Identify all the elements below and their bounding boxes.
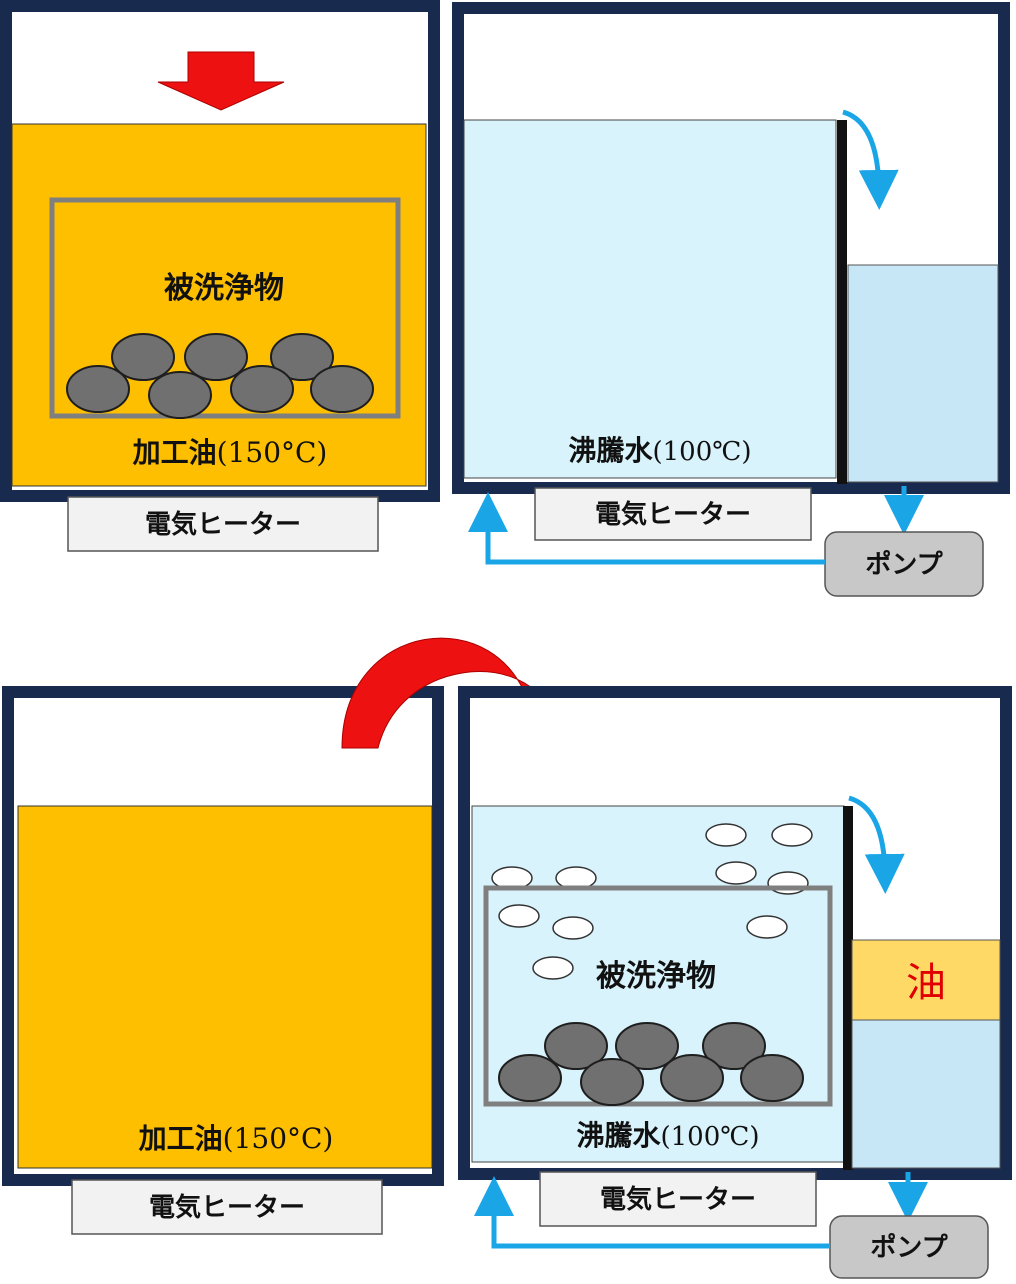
- oil-temp: (150°C): [223, 1122, 334, 1155]
- top-right-heater: 電気ヒーター: [534, 487, 812, 541]
- bubble-icon: [498, 904, 540, 928]
- heater-label: 電気ヒーター: [595, 499, 751, 530]
- water-caption: 沸騰水(100℃): [576, 1119, 759, 1152]
- bubble-icon: [552, 916, 594, 940]
- return-flow-arrow-icon: [474, 1176, 830, 1249]
- water-name: 沸騰水: [576, 1119, 661, 1152]
- bottom-oil-tank: 加工油(150°C): [2, 686, 444, 1186]
- workpieces: [66, 333, 374, 419]
- water-caption: 沸騰水(100℃): [568, 434, 751, 467]
- bubble-icon: [771, 823, 813, 847]
- bubble-icon: [767, 871, 809, 895]
- water-temp: (100℃): [653, 437, 752, 467]
- oil-caption: 加工油(150°C): [133, 436, 328, 469]
- bottom-water-tank: 油 被洗浄物 沸騰水(100℃): [458, 686, 1012, 1180]
- workpiece: [66, 365, 130, 413]
- oil-caption: 加工油(150°C): [139, 1122, 334, 1155]
- bubble-icon: [532, 956, 574, 980]
- workpiece: [544, 1022, 608, 1070]
- overflow-chamber-water: [851, 1019, 1001, 1169]
- basket: [483, 885, 833, 1107]
- heater-label: 電気ヒーター: [600, 1184, 756, 1215]
- down-arrow-icon: [157, 51, 285, 111]
- workpiece: [615, 1022, 679, 1070]
- workpiece: [660, 1054, 724, 1102]
- return-flow-arrow-icon: [468, 492, 825, 565]
- pump-label: ポンプ: [865, 549, 943, 580]
- oil-layer-label: 油: [906, 960, 946, 1006]
- oil-temp: (150°C): [217, 436, 328, 469]
- workpiece: [580, 1058, 644, 1106]
- bubble-icon: [715, 861, 757, 885]
- workpiece: [498, 1054, 562, 1102]
- overflow-arrow-icon: [842, 109, 899, 210]
- water-fill: [463, 119, 837, 479]
- workpiece: [148, 371, 212, 419]
- pump-label: ポンプ: [870, 1232, 948, 1263]
- oil-name: 加工油: [133, 436, 217, 469]
- workpiece: [270, 333, 334, 381]
- bubble-icon: [705, 823, 747, 847]
- top-water-tank: 沸騰水(100℃): [452, 2, 1010, 494]
- bubble-icon: [746, 915, 788, 939]
- overflow-arrow-icon: [848, 795, 905, 894]
- top-pump: ポンプ: [824, 531, 984, 597]
- oil-name: 加工油: [139, 1122, 223, 1155]
- top-oil-tank: 被洗浄物 加工油(150°C): [0, 0, 440, 502]
- oil-fill: [11, 123, 427, 487]
- water-temp: (100℃): [661, 1122, 760, 1152]
- workpiece: [111, 333, 175, 381]
- bottom-pump: ポンプ: [829, 1215, 989, 1279]
- water-name: 沸騰水: [568, 434, 653, 467]
- oil-fill: [17, 805, 433, 1169]
- bottom-right-heater: 電気ヒーター: [539, 1171, 817, 1227]
- workpiece: [230, 365, 294, 413]
- heater-label: 電気ヒーター: [149, 1192, 305, 1223]
- workpiece: [702, 1022, 766, 1070]
- bottom-left-heater: 電気ヒーター: [71, 1179, 383, 1235]
- top-left-heater: 電気ヒーター: [67, 496, 379, 552]
- workpiece: [184, 333, 248, 381]
- oil-layer: [851, 939, 1001, 1021]
- object-label: 被洗浄物: [164, 271, 284, 306]
- overflow-chamber-water: [847, 264, 999, 483]
- basket: [49, 197, 401, 419]
- heater-label: 電気ヒーター: [145, 509, 301, 540]
- workpieces: [498, 1022, 804, 1106]
- workpiece: [310, 365, 374, 413]
- object-label: 被洗浄物: [596, 959, 716, 994]
- workpiece: [740, 1054, 804, 1102]
